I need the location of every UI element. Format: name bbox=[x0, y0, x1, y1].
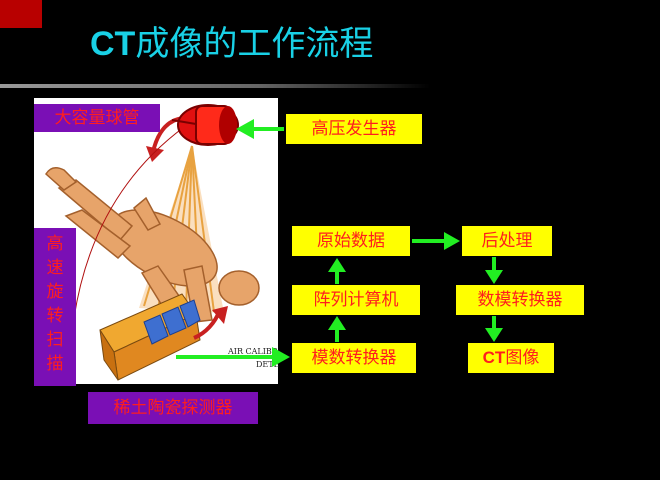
scan-char: 扫 bbox=[46, 330, 64, 350]
title-rest: 成像的工作流程 bbox=[135, 24, 374, 64]
ct-image-rest: 图像 bbox=[505, 348, 540, 368]
arrowhead-dac-to-image bbox=[485, 328, 503, 342]
ct-image-prefix: CT bbox=[482, 348, 506, 367]
scan-char: 描 bbox=[46, 354, 64, 374]
box-raw-data: 原始数据 bbox=[292, 226, 410, 256]
label-detector: 稀土陶瓷探测器 bbox=[88, 392, 258, 424]
box-generator: 高压发生器 bbox=[286, 114, 422, 144]
box-array-computer: 阵列计算机 bbox=[292, 285, 420, 315]
slide-title: CT成像的工作流程 bbox=[90, 20, 470, 68]
box-dac: 数模转换器 bbox=[456, 285, 584, 315]
scan-char: 高 bbox=[46, 234, 64, 254]
arrowhead-post-to-dac bbox=[485, 270, 503, 284]
box-post-processing: 后处理 bbox=[462, 226, 552, 256]
illustration-caption-2: DETE bbox=[256, 360, 280, 369]
box-adc: 模数转换器 bbox=[292, 343, 416, 373]
scan-char: 转 bbox=[46, 306, 64, 326]
scan-char: 旋 bbox=[46, 282, 64, 302]
label-tube: 大容量球管 bbox=[34, 104, 160, 132]
scan-char: 速 bbox=[46, 258, 64, 278]
arrowhead-computer-to-raw bbox=[328, 258, 346, 272]
scanner-drawing bbox=[45, 116, 260, 381]
label-high-speed-scan: 高 速 旋 转 扫 描 bbox=[34, 228, 76, 386]
arrowhead-adc-to-computer bbox=[328, 316, 346, 330]
arrowhead-raw-to-post bbox=[444, 232, 460, 250]
title-divider bbox=[0, 84, 430, 88]
illustration-caption-1: AIR CALIBR bbox=[228, 347, 278, 356]
corner-decoration bbox=[0, 0, 42, 28]
title-prefix: CT bbox=[90, 25, 136, 63]
box-ct-image: CT图像 bbox=[468, 343, 554, 373]
